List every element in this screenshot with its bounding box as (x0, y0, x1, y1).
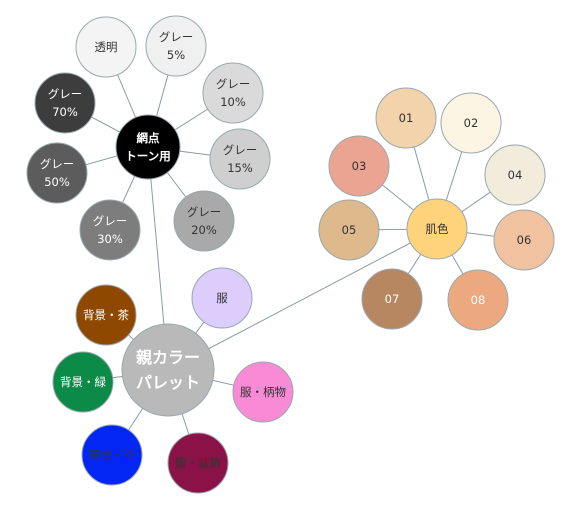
node-label-parent: パレット (136, 373, 200, 392)
node-circle-parent (121, 323, 215, 417)
node-label-g30: グレー (93, 214, 128, 228)
node-s04[interactable]: 04 (484, 144, 546, 206)
node-label-s03: 03 (352, 159, 367, 173)
node-label-clothes_deco: 服・装飾 (175, 456, 221, 470)
node-label-g70: グレー (48, 87, 83, 101)
node-circle-s03 (328, 135, 390, 197)
node-circle-g10 (202, 62, 264, 124)
node-circle-s07 (361, 268, 423, 330)
node-label-g20: 20% (191, 223, 217, 237)
node-bg_green[interactable]: 背景・緑 (52, 351, 114, 413)
node-clear[interactable]: 透明 (75, 16, 137, 78)
node-circle-bg_green (52, 351, 114, 413)
node-circle-s01 (375, 87, 437, 149)
node-label-clear: 透明 (95, 40, 118, 54)
node-label-g50: 50% (44, 175, 70, 189)
node-s08[interactable]: 08 (447, 269, 509, 331)
node-label-skin: 肌色 (426, 222, 449, 236)
node-label-s05: 05 (342, 223, 357, 237)
node-circle-clothes_deco (167, 432, 229, 494)
node-circle-s04 (484, 144, 546, 206)
node-circle-g5 (145, 15, 207, 77)
node-circle-s05 (318, 199, 380, 261)
node-circle-bg_sky (81, 424, 143, 486)
node-label-g30: 30% (97, 232, 123, 246)
node-s03[interactable]: 03 (328, 135, 390, 197)
node-s01[interactable]: 01 (375, 87, 437, 149)
node-label-clothes: 服 (216, 291, 228, 305)
node-label-g15: 15% (227, 161, 253, 175)
node-label-g5: グレー (159, 30, 194, 44)
node-circle-s08 (447, 269, 509, 331)
node-label-s07: 07 (385, 292, 400, 306)
node-label-g50: グレー (40, 157, 75, 171)
node-label-tone: トーン用 (125, 149, 170, 163)
node-circle-s06 (493, 209, 555, 271)
node-g50[interactable]: グレー 50% (26, 142, 88, 204)
node-s06[interactable]: 06 (493, 209, 555, 271)
node-label-s08: 08 (471, 293, 486, 307)
node-label-g70: 70% (52, 105, 78, 119)
edge-parent-skin (167, 228, 438, 371)
node-label-s04: 04 (508, 168, 523, 182)
node-label-g20: グレー (187, 205, 222, 219)
node-circle-tone (115, 114, 181, 180)
node-skin[interactable]: 肌色 (406, 198, 468, 260)
node-label-g5: 5% (167, 48, 185, 62)
node-s07[interactable]: 07 (361, 268, 423, 330)
node-label-g10: 10% (220, 95, 246, 109)
node-label-parent: 親カラー (136, 348, 200, 367)
node-g20[interactable]: グレー 20% (173, 190, 235, 252)
node-circle-g50 (26, 142, 88, 204)
node-circle-clear (75, 16, 137, 78)
node-clothes_deco[interactable]: 服・装飾 (167, 432, 229, 494)
node-label-bg_green: 背景・緑 (60, 375, 106, 389)
node-bg_sky[interactable]: 背景・空 (81, 424, 143, 486)
node-circle-bg_tea (75, 284, 137, 346)
node-g5[interactable]: グレー 5% (145, 15, 207, 77)
node-label-bg_tea: 背景・茶 (83, 308, 129, 322)
node-g10[interactable]: グレー 10% (202, 62, 264, 124)
node-label-bg_sky: 背景・空 (89, 448, 135, 462)
node-label-s06: 06 (517, 233, 532, 247)
node-circle-g15 (209, 128, 271, 190)
node-circle-g20 (173, 190, 235, 252)
node-s02[interactable]: 02 (440, 92, 502, 154)
node-label-tone: 網点 (137, 131, 160, 145)
node-label-g15: グレー (223, 143, 258, 157)
node-g70[interactable]: グレー 70% (34, 72, 96, 134)
node-bg_tea[interactable]: 背景・茶 (75, 284, 137, 346)
node-circle-g30 (79, 199, 141, 261)
node-clothes[interactable]: 服 (191, 267, 253, 329)
node-g15[interactable]: グレー 15% (209, 128, 271, 190)
node-label-clothes_pattern: 服・柄物 (240, 385, 286, 399)
node-label-s02: 02 (464, 116, 479, 130)
node-label-s01: 01 (399, 111, 414, 125)
node-g30[interactable]: グレー 30% (79, 199, 141, 261)
node-clothes_pattern[interactable]: 服・柄物 (232, 361, 294, 423)
node-label-g10: グレー (216, 77, 251, 91)
node-circle-clothes (191, 267, 253, 329)
node-circle-s02 (440, 92, 502, 154)
node-circle-clothes_pattern (232, 361, 294, 423)
node-circle-g70 (34, 72, 96, 134)
node-circle-skin (406, 198, 468, 260)
node-s05[interactable]: 05 (318, 199, 380, 261)
